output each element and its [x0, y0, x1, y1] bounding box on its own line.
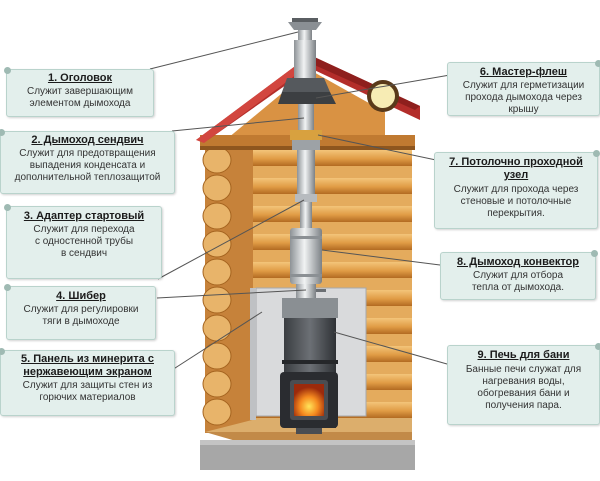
- label-title: 2. Дымоход сендвич: [31, 134, 144, 146]
- label-desc: Банные печи служат для нагревания воды, …: [465, 364, 582, 411]
- label-desc: Служит для регулировки тяги в дымоходе: [23, 304, 139, 327]
- sandwich-pipe: [298, 104, 314, 136]
- label-2-sandwich-chimney: 2. Дымоход сендвич Служит для предотвращ…: [0, 129, 175, 194]
- label-title: 9. Печь для бани: [477, 349, 570, 361]
- label-title: 1. Оголовок: [47, 72, 113, 84]
- label-desc: Служит для герметизации прохода дымохода…: [462, 80, 585, 115]
- damper: [296, 284, 316, 298]
- label-3-starter-adapter: 3. Адаптер стартовый Служит для перехода…: [4, 204, 162, 279]
- label-title: 7. Потолочно проходной узел: [449, 156, 583, 181]
- side-wall: [202, 146, 253, 433]
- label-7-ceiling-pass-node: 7. Потолочно проходной узел Служит для п…: [434, 150, 600, 229]
- chimney-cap: [288, 18, 322, 78]
- label-title: 5. Панель из минерита с нержавеющим экра…: [21, 353, 154, 378]
- label-desc: Служит завершающим элементом дымохода: [26, 86, 134, 109]
- ceiling-pass-node: [290, 130, 322, 140]
- master-flash: [278, 92, 336, 104]
- label-5-minerite-panel: 5. Панель из минерита с нержавеющим экра…: [0, 348, 175, 416]
- label-desc: Служит для перехода с одностенной трубы …: [33, 224, 135, 259]
- label-9-sauna-stove: 9. Печь для бани Банные печи служат для …: [447, 343, 600, 425]
- starter-adapter: [295, 194, 317, 202]
- label-title: 4. Шибер: [56, 290, 106, 302]
- convector: [290, 228, 322, 284]
- label-title: 8. Дымоход конвектор: [457, 256, 579, 268]
- floor: [200, 418, 415, 470]
- label-title: 6. Мастер-флеш: [479, 66, 568, 78]
- label-desc: Служит для защиты стен из горючих матери…: [22, 380, 153, 403]
- label-8-convector: 8. Дымоход конвектор Служит для отбора т…: [440, 250, 598, 300]
- label-desc: Служит для прохода через стеновые и пото…: [453, 184, 579, 219]
- leader-lines: [149, 31, 451, 371]
- label-title: 3. Адаптер стартовый: [23, 210, 145, 222]
- label-desc: Служит для отбора тепла от дымохода.: [471, 270, 565, 293]
- label-1-cap: 1. Оголовок Служит завершающим элементом…: [4, 67, 154, 117]
- stove: [280, 298, 338, 434]
- label-6-master-flash: 6. Мастер-флеш Служит для герметизации п…: [447, 60, 600, 116]
- label-4-damper: 4. Шибер Служит для регулировки тяги в д…: [4, 284, 156, 340]
- label-desc: Служит для предотвращения выпадения конд…: [14, 148, 161, 183]
